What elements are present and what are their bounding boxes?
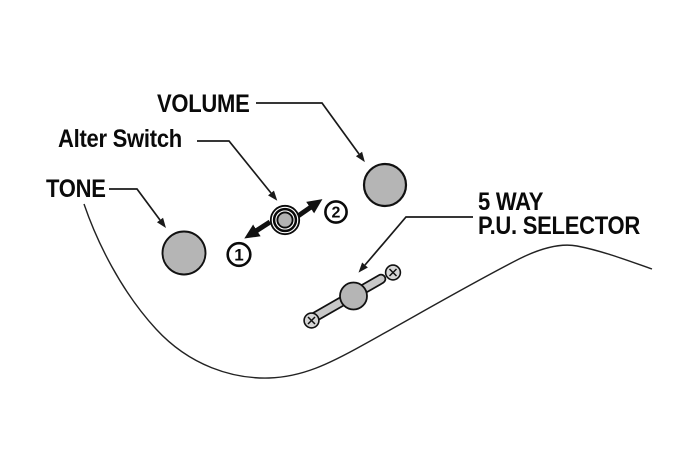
volume-knob xyxy=(362,162,408,208)
selector-label-line1: 5 WAY xyxy=(478,188,544,216)
volume-label: VOLUME xyxy=(157,90,250,118)
tone-knob xyxy=(161,230,207,276)
selector-screw-bottom xyxy=(303,312,320,329)
tone-label: TONE xyxy=(46,175,106,203)
position-2-badge: 2 xyxy=(324,200,348,224)
selector-screw-top xyxy=(384,264,402,281)
direction-arrow-2 xyxy=(296,199,323,219)
position-1-badge: 1 xyxy=(226,241,252,268)
direction-arrow-1 xyxy=(244,219,272,239)
tone-leader-arrow xyxy=(109,188,166,229)
pickup-selector-switch xyxy=(303,264,402,329)
selector-lever-knob xyxy=(339,281,368,311)
volume-leader-arrow xyxy=(256,102,365,163)
position-1-number: 1 xyxy=(234,246,243,265)
alter-switch-label: Alter Switch xyxy=(58,125,182,153)
selector-leader-arrow xyxy=(358,216,473,273)
alter-switch-leader-arrow xyxy=(197,140,278,201)
selector-label-line2: P.U. SELECTOR xyxy=(478,212,641,240)
guitar-body-outline xyxy=(83,203,653,379)
alter-switch-knob xyxy=(269,204,301,236)
position-2-number: 2 xyxy=(332,205,341,222)
